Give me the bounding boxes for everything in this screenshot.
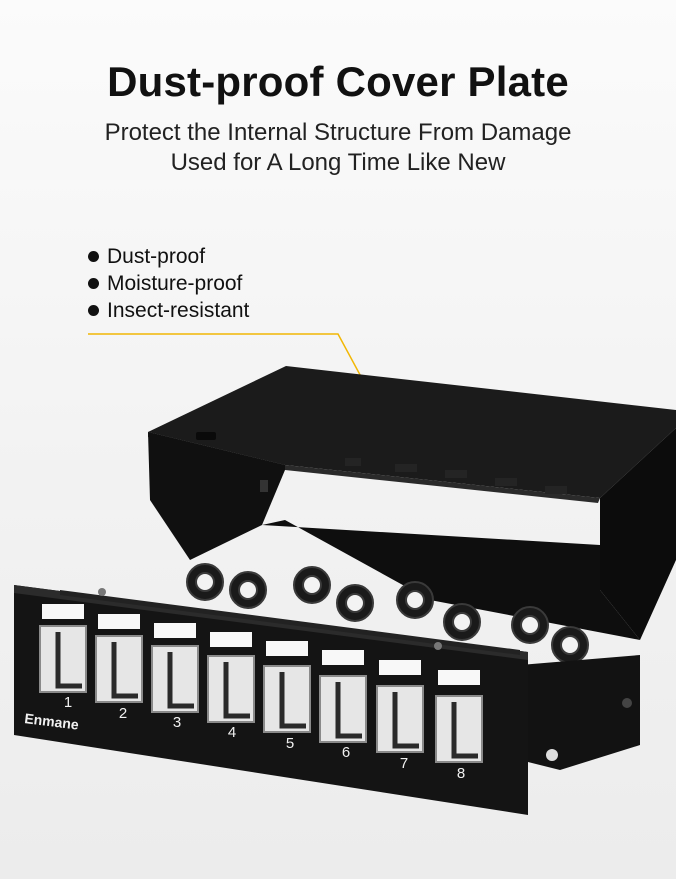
port-number: 2 [119,705,127,722]
port-number: 4 [228,724,236,741]
brand-logo: Enmane [24,710,80,733]
bullet-icon [88,305,99,316]
port-number: 6 [342,744,350,761]
port-number: 7 [400,755,408,772]
port-windows [39,604,483,763]
bullet-icon [88,278,99,289]
side-rail [520,655,640,770]
patch-panel-illustration: 1 2 3 4 5 6 7 8 Enmane [14,333,676,815]
port-number: 1 [64,694,72,711]
feature-list: Dust-proof Moisture-proof Insect-resista… [88,243,249,324]
port-number: 5 [286,735,294,752]
page-subtitle: Protect the Internal Structure From Dama… [0,118,676,178]
feature-item: Dust-proof [88,243,249,270]
port-number: 8 [457,765,465,782]
feature-item: Insect-resistant [88,297,249,324]
port-number: 3 [173,714,181,731]
subtitle-line-2: Used for A Long Time Like New [170,149,506,176]
page-title: Dust-proof Cover Plate [107,58,569,105]
feature-label: Insect-resistant [107,299,250,322]
cover-plate [148,366,676,640]
feature-item: Moisture-proof [88,270,249,297]
keystone-clips [186,563,589,664]
port-number-labels: 1 2 3 4 5 6 7 8 [64,694,465,782]
subtitle-line-1: Protect the Internal Structure From Dama… [104,119,572,146]
feature-label: Dust-proof [107,245,206,268]
bullet-icon [88,251,99,262]
feature-label: Moisture-proof [107,272,243,295]
